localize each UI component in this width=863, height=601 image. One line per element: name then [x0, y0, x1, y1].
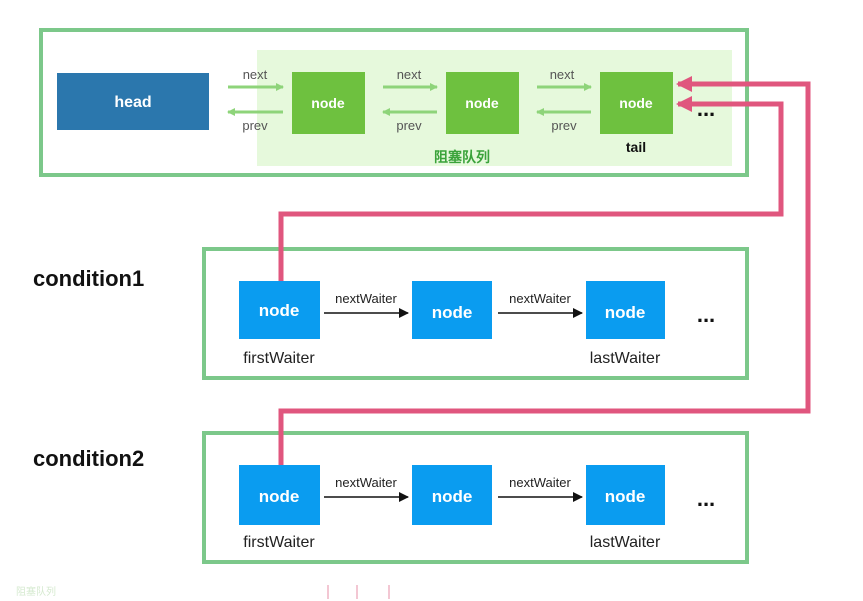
condition2-node-1 — [239, 465, 320, 525]
queue-node-1-label: node — [311, 95, 345, 111]
condition1-node-1-label: node — [259, 301, 300, 320]
footer-divider-1 — [327, 585, 329, 599]
condition1-node-2-label: node — [432, 303, 473, 322]
condition2-next-waiter-label-1: nextWaiter — [335, 475, 397, 490]
condition1-node-3-label: node — [605, 303, 646, 322]
condition1-ellipsis: ... — [697, 302, 715, 327]
next-label-3: next — [550, 67, 575, 82]
condition2-node-1-label: node — [259, 487, 300, 506]
condition2-last-waiter-label: lastWaiter — [590, 534, 661, 551]
blocking-queue-caption: 阻塞队列 — [434, 149, 490, 165]
condition2-node-2 — [412, 465, 492, 525]
queue-node-2 — [446, 72, 519, 134]
condition1-last-waiter-label: lastWaiter — [590, 350, 661, 367]
prev-label-2: prev — [396, 118, 422, 133]
condition2-first-waiter-label: firstWaiter — [243, 534, 315, 551]
next-label-1: next — [243, 67, 268, 82]
queue-node-2-label: node — [465, 95, 499, 111]
prev-label-1: prev — [242, 118, 268, 133]
condition2-node-3 — [586, 465, 665, 525]
condition1-title: condition1 — [33, 266, 144, 291]
condition2-node-3-label: node — [605, 487, 646, 506]
condition2-ellipsis: ... — [697, 486, 715, 511]
condition2-node-2-label: node — [432, 487, 473, 506]
queue-node-1 — [292, 72, 365, 134]
sync-queue-ellipsis: ... — [697, 96, 715, 121]
condition2-to-sync-queue-arrow — [278, 76, 811, 465]
condition2-next-waiter-label-2: nextWaiter — [509, 475, 571, 490]
condition1-node-2 — [412, 281, 492, 339]
footer-divider-2 — [356, 585, 358, 599]
footer-caption: 阻塞队列 — [16, 585, 56, 598]
condition1-to-sync-queue-arrow — [278, 96, 784, 281]
condition2-title: condition2 — [33, 446, 144, 471]
head-node — [57, 73, 209, 130]
footer-divider-3 — [388, 585, 390, 599]
condition1-next-waiter-label-2: nextWaiter — [509, 291, 571, 306]
tail-node-label: node — [619, 95, 653, 111]
prev-label-3: prev — [551, 118, 577, 133]
tail-node — [600, 72, 673, 134]
condition1-first-waiter-label: firstWaiter — [243, 350, 315, 367]
condition1-node-3 — [586, 281, 665, 339]
condition1-node-1 — [239, 281, 320, 339]
condition1-next-waiter-label-1: nextWaiter — [335, 291, 397, 306]
tail-label: tail — [626, 139, 646, 155]
head-label: head — [114, 94, 151, 111]
next-label-2: next — [397, 67, 422, 82]
